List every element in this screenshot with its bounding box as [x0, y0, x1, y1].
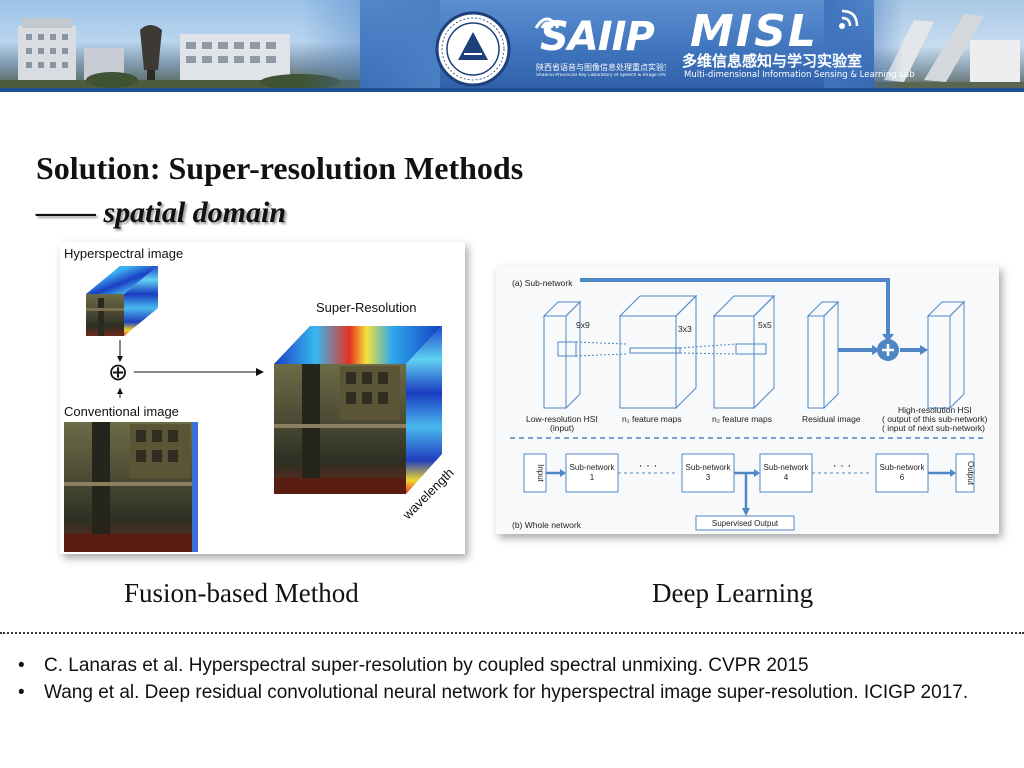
skip-connection-arrow: [580, 278, 924, 352]
ellipsis-2: · · ·: [833, 458, 852, 472]
banner-gradient-right: [824, 0, 904, 92]
sub-network-4-number: 4: [784, 473, 789, 482]
slide-subtitle: —— spatial domain: [36, 196, 287, 229]
dotted-separator: [0, 632, 1024, 634]
misl-english-name: Multi-dimensional Information Sensing & …: [684, 70, 915, 80]
campus-buildings-graphic: [0, 18, 360, 92]
sub-network-6-number: 6: [900, 473, 905, 482]
ellipsis-1: · · ·: [639, 458, 658, 472]
n1-feature-maps-label: n₁ feature maps: [622, 414, 682, 424]
hyperspectral-cube: [86, 266, 158, 336]
fusion-method-figure: Hyperspectral image ⊕ Conventional image: [60, 242, 465, 554]
conventional-image: [64, 422, 198, 552]
n2-feature-maps-label: n₂ feature maps: [712, 414, 772, 424]
sub-network-3-number: 3: [706, 473, 711, 482]
header-banner: SAIIP 陕西省语音与图像信息处理重点实验室 Shaanxi Provinci…: [0, 0, 1024, 92]
low-res-hsi-input: (input): [550, 423, 574, 433]
university-seal-icon: [435, 11, 511, 87]
sub-network-3-label: Sub-network: [686, 463, 732, 472]
conventional-image-label: Conventional image: [64, 404, 179, 419]
misl-signal-icon: [839, 9, 859, 29]
whole-output-label: Output: [966, 461, 975, 486]
super-resolution-cube: [274, 326, 442, 494]
network-diagram: (a) Sub-network 9x9 3x3 5x5 Low-resoluti…: [510, 278, 988, 531]
reference-item: C. Lanaras et al. Hyperspectral super-re…: [14, 652, 1004, 679]
whole-input-label: Input: [536, 464, 545, 483]
fusion-method-caption: Fusion-based Method: [124, 578, 359, 608]
low-res-hsi-label: Low-resolution HSI: [526, 414, 598, 424]
fusion-plus-symbol: ⊕: [108, 359, 128, 386]
deep-learning-figure: (a) Sub-network 9x9 3x3 5x5 Low-resoluti…: [496, 266, 999, 534]
saiip-subtitle-cn: 陕西省语音与图像信息处理重点实验室: [536, 63, 666, 72]
high-res-hsi-output: ( output of this sub-network): [882, 414, 988, 424]
high-res-hsi-label: High-resolution HSI: [898, 405, 972, 415]
banner-gradient: [300, 0, 440, 92]
hyperspectral-image-label: Hyperspectral image: [64, 246, 183, 261]
slide-title: Solution: Super-resolution Methods: [36, 150, 524, 186]
misl-chinese-name: 多维信息感知与学习实验室: [682, 52, 863, 70]
reference-list: C. Lanaras et al. Hyperspectral super-re…: [14, 652, 1004, 706]
sub-network-caption: (a) Sub-network: [512, 278, 573, 288]
sub-network-1-label: Sub-network: [570, 463, 616, 472]
saiip-subtitle-en: Shaanxi Provincial Key Laboratory of Spe…: [536, 73, 666, 78]
saiip-logo: SAIIP: [540, 14, 655, 60]
supervised-output-label: Supervised Output: [712, 519, 779, 528]
kernel-5x5: 5x5: [758, 320, 772, 330]
reference-item: Wang et al. Deep residual convolutional …: [14, 679, 1004, 706]
kernel-9x9: 9x9: [576, 320, 590, 330]
residual-image-label: Residual image: [802, 414, 861, 424]
sub-network-1-number: 1: [590, 473, 595, 482]
fusion-diagram: Hyperspectral image ⊕ Conventional image: [64, 246, 457, 552]
addition-node-icon: [877, 339, 899, 361]
wireless-signal-icon: [534, 17, 560, 29]
deep-learning-caption: Deep Learning: [652, 578, 814, 608]
sub-network-6-label: Sub-network: [880, 463, 926, 472]
high-res-hsi-next: ( input of next sub-network): [882, 423, 985, 433]
super-resolution-label: Super-Resolution: [316, 300, 416, 315]
misl-logo: MISL: [690, 6, 818, 57]
kernel-3x3: 3x3: [678, 324, 692, 334]
whole-network-caption: (b) Whole network: [512, 520, 582, 530]
banner-bottom-stripe: [0, 88, 1024, 92]
sub-network-4-label: Sub-network: [764, 463, 810, 472]
